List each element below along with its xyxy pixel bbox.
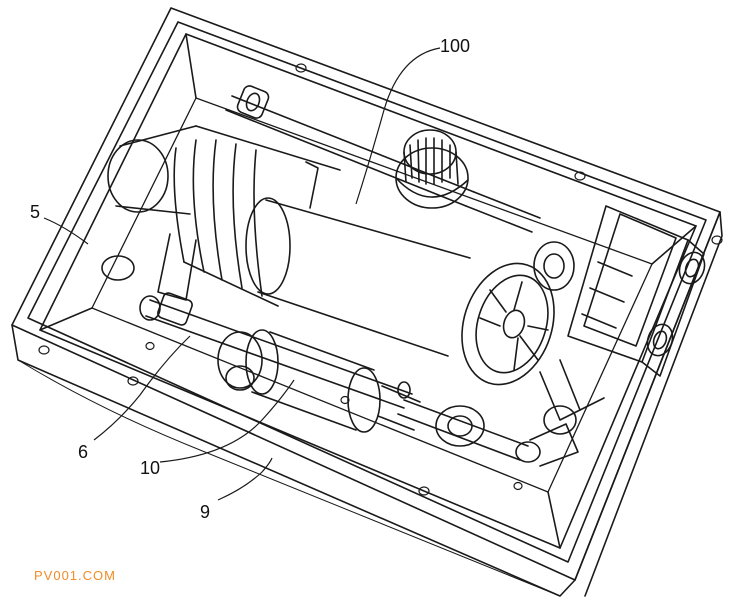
label-10: 10 [140, 458, 160, 478]
rollers [101, 241, 575, 447]
drawing-lines [11, 7, 723, 597]
label-5: 5 [30, 202, 40, 222]
watermark-text: PV001.COM [34, 568, 116, 583]
outer-tray [11, 7, 723, 597]
leader-6 [93, 335, 191, 441]
leader-9 [217, 457, 273, 501]
front-pipe [139, 292, 579, 467]
control-knob [395, 129, 469, 209]
elbow-fitting [539, 359, 605, 435]
label-100: 100 [440, 36, 470, 56]
leader-lines [43, 47, 441, 501]
right-bracket [567, 205, 706, 377]
rim-mounting-holes [38, 63, 723, 496]
label-6: 6 [78, 442, 88, 462]
leader-5 [43, 217, 89, 245]
filter-cartridge [217, 329, 421, 433]
leader-100 [355, 47, 441, 205]
rear-rail [225, 85, 541, 233]
label-9: 9 [200, 502, 210, 522]
inner-well [39, 33, 697, 549]
leader-10 [159, 379, 295, 463]
motor-assembly [107, 125, 555, 386]
reference-numerals: 100 5 6 10 9 [30, 36, 470, 522]
